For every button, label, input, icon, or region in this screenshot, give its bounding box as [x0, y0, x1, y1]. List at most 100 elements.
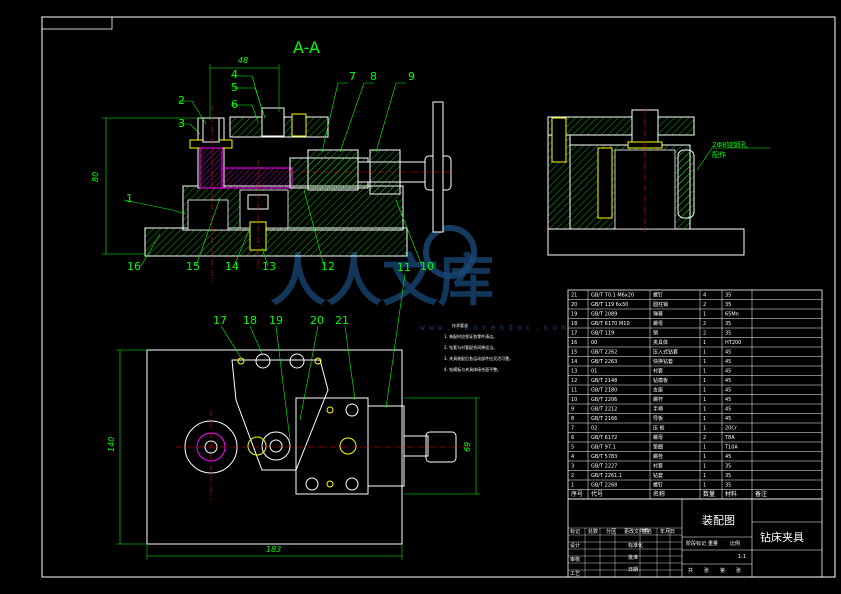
magenta-part	[199, 147, 223, 189]
part-number: 14	[225, 260, 239, 273]
title-label: 签名	[642, 528, 652, 535]
bom-cell-qty: 1	[703, 445, 706, 451]
bom-cell-no: 12	[571, 378, 577, 384]
note-line: 2. 钻套与衬套配合间隙适当。	[444, 344, 497, 350]
bom-cell-name: 快换钻套	[653, 358, 673, 365]
bom-cell-name: 钻套	[653, 472, 663, 479]
side-nut	[631, 109, 659, 143]
bom-cell-qty: 1	[703, 388, 706, 394]
part-number: 20	[310, 314, 324, 327]
bom-cell-mat: 45	[725, 359, 731, 365]
title-block: 装配图钻床夹具标记处数分区更改文件号签名年月日设计审核工艺标准化批准日期阶段标记…	[567, 498, 823, 578]
side-annotation-line: 2Φ8铰销孔	[712, 140, 747, 149]
bom-cell-qty: 1	[703, 378, 706, 384]
plan-yellow	[247, 436, 267, 456]
bom-cell-code: GB/T 6170 M10	[591, 321, 630, 327]
part-number: 7	[349, 70, 356, 83]
bom-cell-qty: 1	[703, 369, 706, 375]
title-label: 年月日	[660, 528, 675, 535]
bom-cell-no: 10	[571, 397, 577, 403]
side-bolt-mid	[597, 147, 613, 219]
note-line: 4. 钻模板与夹具体接合面平整。	[444, 366, 501, 372]
title-role: 审核	[570, 556, 580, 563]
bom-cell-qty: 1	[703, 359, 706, 365]
bom-cell-name: 夹具体	[653, 339, 668, 346]
bom-cell-name: 螺母	[653, 320, 663, 327]
dim-top-width: 48	[238, 56, 248, 65]
bom-cell-name: 导板	[653, 415, 663, 422]
bom-cell-name: 衬套	[653, 368, 663, 375]
bom-cell-code: GB/T 2166	[591, 416, 617, 422]
handle-bar	[432, 101, 444, 233]
bom-cell-mat: 45	[725, 388, 731, 394]
bom-cell-mat: 45	[725, 350, 731, 356]
bom-cell-code: GB/T 2227	[591, 464, 617, 470]
bom-cell-qty: 1	[703, 340, 706, 346]
watermark: 人人文库 www.renrendoc.com	[270, 225, 566, 332]
bom-cell-qty: 1	[703, 454, 706, 460]
bom-cell-name: 衬套	[653, 463, 663, 470]
plan-view: 140 183 69	[107, 273, 480, 560]
bom-cell-qty: 1	[703, 473, 706, 479]
title-label: 处数	[588, 528, 598, 535]
bom-cell-no: 16	[571, 340, 577, 346]
leaders-front	[123, 75, 423, 267]
bom-cell-name: 螺母	[653, 434, 663, 441]
bom-cell-code: GB/T 2180	[591, 388, 617, 394]
sheet-frame-tab	[41, 16, 113, 30]
bom-cell-no: 11	[571, 388, 577, 394]
bom-cell-name: 垫圈	[653, 444, 663, 451]
bom-header-name: 名称	[653, 490, 665, 498]
side-bolt-left	[551, 117, 567, 163]
plan-bolt	[305, 477, 319, 491]
bom-cell-no: 3	[571, 464, 574, 470]
dim-plan-width: 183	[266, 545, 281, 554]
title-role: 设计	[570, 542, 580, 549]
part-number: 9	[408, 70, 415, 83]
bom-cell-name: 钻模板	[653, 377, 668, 384]
top-bolt	[261, 107, 285, 137]
bom-cell-no: 6	[571, 435, 574, 441]
bom-cell-code: GB/T 2206	[591, 397, 617, 403]
bom-cell-mat: 35	[725, 331, 731, 337]
bom-cell-mat: 45	[725, 397, 731, 403]
part-number: 4	[231, 68, 238, 81]
plan-screw	[403, 435, 429, 457]
screw-housing	[307, 149, 359, 191]
part-number: 17	[213, 314, 227, 327]
title-mid-label: 日期	[628, 567, 638, 573]
dim-left-height: 80	[91, 172, 100, 182]
side-base	[547, 228, 745, 256]
bom-cell-name: 支座	[653, 387, 663, 394]
bom-cell-qty: 2	[703, 302, 706, 308]
part-number: 6	[231, 98, 238, 111]
side-annotation-line: 配作	[712, 150, 726, 159]
magenta-arm	[221, 167, 293, 189]
top-bolt-2	[291, 113, 307, 137]
side-top-plate	[547, 116, 695, 136]
bom-cell-mat: 20Cr	[725, 426, 738, 432]
part-number: 1	[126, 192, 133, 205]
bom-cell-code: 01	[591, 369, 597, 375]
title-frame	[567, 498, 823, 578]
bom-cell-code: GB/T 119 6x30	[591, 302, 628, 308]
bom-cell-no: 13	[571, 369, 577, 375]
nut-top	[202, 117, 220, 143]
title-sheet-label: 第	[720, 567, 725, 574]
base-slot	[187, 199, 229, 231]
screw-collar	[369, 149, 401, 195]
title-stage-label: 重量	[708, 540, 718, 547]
part-number: 12	[321, 260, 335, 273]
bom-cell-no: 5	[571, 445, 574, 451]
plan-bolt	[255, 353, 271, 369]
bom-header-qty: 数量	[703, 490, 715, 498]
plan-ring-inner	[269, 439, 283, 453]
title-mid-label: 标准化	[628, 542, 643, 549]
bom-cell-mat: 45	[725, 369, 731, 375]
title-label: 更改文件号	[624, 528, 649, 535]
side-leader	[696, 147, 770, 171]
